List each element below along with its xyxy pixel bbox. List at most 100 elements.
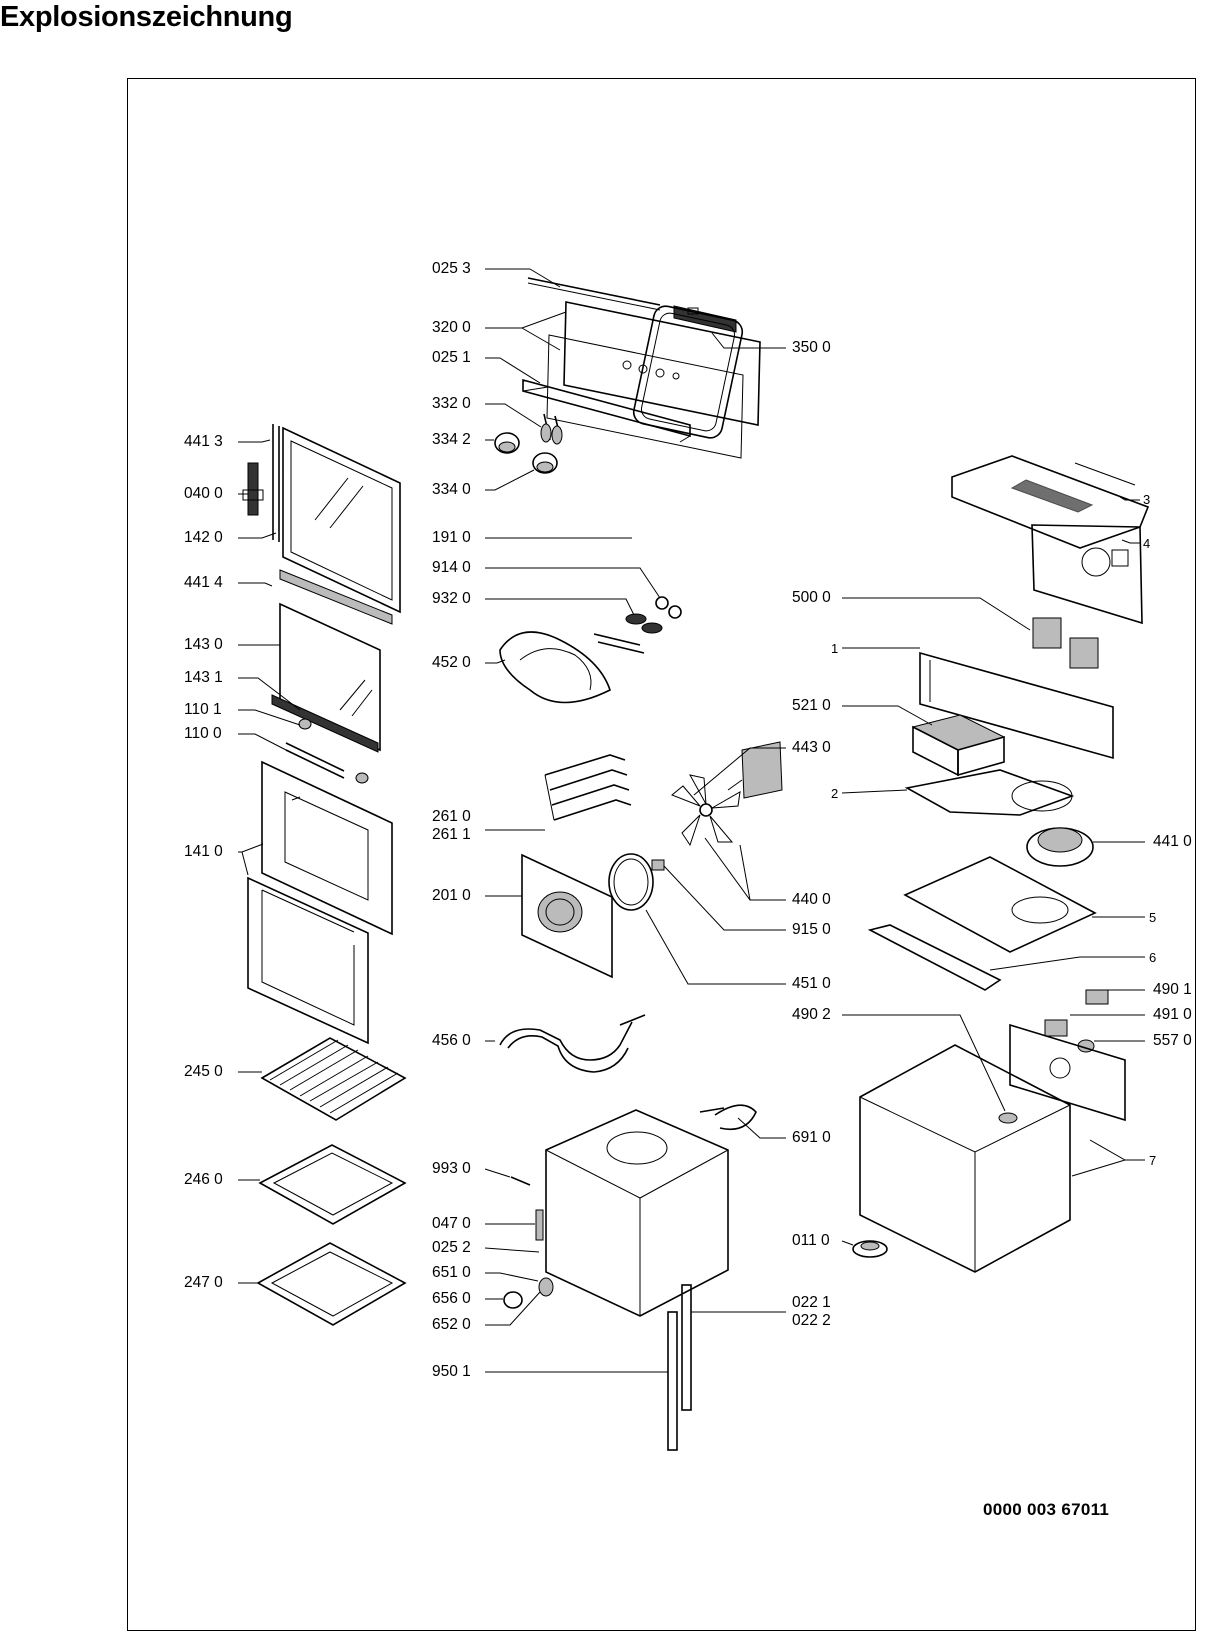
cavity-screw [510, 1176, 531, 1186]
top-cooling-duct [904, 769, 1075, 816]
part-label: 246 0 [184, 1171, 223, 1188]
side-control-panel [1009, 1023, 1126, 1122]
rear-fan-cover [521, 853, 613, 979]
top-cover [951, 455, 1150, 549]
part-label: 334 0 [432, 481, 471, 498]
door-switch [1044, 1019, 1068, 1037]
part-label: 993 0 [432, 1160, 471, 1177]
part-label: 451 0 [792, 975, 831, 992]
part-label: 456 0 [432, 1032, 471, 1049]
bottom-plate [867, 924, 1002, 991]
relay-modules [1032, 617, 1099, 669]
door-hinge [242, 462, 264, 516]
part-label: 491 0 [1153, 1006, 1192, 1023]
baking-tray [258, 1144, 407, 1225]
part-label: 245 0 [184, 1063, 223, 1080]
control-housing [919, 651, 1114, 760]
part-label: 025 1 [432, 349, 471, 366]
part-label: 4 [1143, 536, 1151, 551]
part-label: 040 0 [184, 485, 223, 502]
bottom-heating-element [499, 1014, 646, 1073]
part-label: 191 0 [432, 529, 471, 546]
part-label: 652 0 [432, 1316, 471, 1333]
cooling-fan [1026, 827, 1094, 867]
part-label: 443 0 [792, 739, 831, 756]
outer-door-glass [261, 760, 393, 936]
hinge-strip [279, 569, 393, 625]
part-label: 3 [1143, 492, 1151, 507]
part-label: 110 0 [184, 725, 222, 742]
part-label: 5 [1149, 910, 1157, 925]
lamp-cover [998, 1112, 1018, 1124]
lamp-bracket [699, 1104, 757, 1131]
part-label: 656 0 [432, 1290, 471, 1307]
cavity-seal [535, 1209, 544, 1241]
fan-motor [727, 741, 783, 799]
part-label: 441 3 [184, 433, 223, 450]
part-label: 500 0 [792, 589, 831, 606]
wire-rack [260, 1037, 407, 1121]
part-label: 557 0 [1153, 1032, 1192, 1049]
thermostat-knob [503, 1277, 554, 1309]
part-label: 490 1 [1153, 981, 1192, 998]
part-label: 143 1 [184, 669, 223, 686]
part-label: 261 1 [432, 826, 471, 843]
knob-small [494, 432, 520, 454]
part-label: 6 [1149, 950, 1157, 965]
leader-lines [238, 268, 1145, 1373]
part-label: 452 0 [432, 654, 471, 671]
part-label: 141 0 [184, 843, 223, 860]
part-label: 350 0 [792, 339, 831, 356]
knob-shafts [540, 413, 563, 445]
part-label: 691 0 [792, 1129, 831, 1146]
part-label: 440 0 [792, 891, 831, 908]
control-panel [546, 301, 761, 459]
part-label: 915 0 [792, 921, 831, 938]
deep-tray [256, 1242, 407, 1326]
door-seal [632, 305, 744, 439]
outer-casing [859, 1044, 1071, 1273]
inner-glass-pane [279, 602, 381, 752]
part-label: 201 0 [432, 887, 471, 904]
shelf-supports [544, 754, 632, 821]
part-label: 1 [831, 641, 839, 656]
outer-door-frame [247, 876, 369, 1045]
document-number: 0000 003 67011 [983, 1500, 1110, 1519]
part-label: 320 0 [432, 319, 471, 336]
fan-bushing [651, 859, 665, 871]
page-title: Explosionszeichnung [0, 1, 293, 33]
side-rails [667, 1284, 692, 1451]
drawing-frame [127, 78, 1196, 1631]
part-label: 441 0 [1153, 833, 1192, 850]
part-label: 110 1 [184, 701, 222, 718]
part-label: 022 2 [792, 1312, 831, 1329]
lamp-spring [625, 613, 663, 634]
part-label: 332 0 [432, 395, 471, 412]
door-handle [285, 718, 369, 784]
part-label: 025 3 [432, 260, 471, 277]
part-label: 7 [1149, 1153, 1157, 1168]
part-label: 334 2 [432, 431, 471, 448]
part-label: 490 2 [792, 1006, 831, 1023]
top-heating-element [499, 631, 645, 704]
part-label: 011 0 [792, 1232, 830, 1249]
oven-cavity [545, 1109, 729, 1317]
part-label: 261 0 [432, 808, 471, 825]
inner-door-frame [282, 426, 401, 614]
part-label: 143 0 [184, 636, 223, 653]
control-panel-strip [527, 277, 661, 311]
part-label: 2 [831, 786, 839, 801]
fan-wheel [671, 774, 741, 847]
part-label: 914 0 [432, 559, 471, 576]
part-label: 932 0 [432, 590, 471, 607]
part-label: 022 1 [792, 1294, 831, 1311]
electronic-module [911, 714, 1006, 777]
part-label: 047 0 [432, 1215, 471, 1232]
part-label: 025 2 [432, 1239, 471, 1256]
part-label: 950 1 [432, 1363, 471, 1380]
door-side-profile [272, 424, 280, 542]
door-lock [1085, 989, 1109, 1005]
part-label: 142 0 [184, 529, 223, 546]
part-label: 521 0 [792, 697, 831, 714]
